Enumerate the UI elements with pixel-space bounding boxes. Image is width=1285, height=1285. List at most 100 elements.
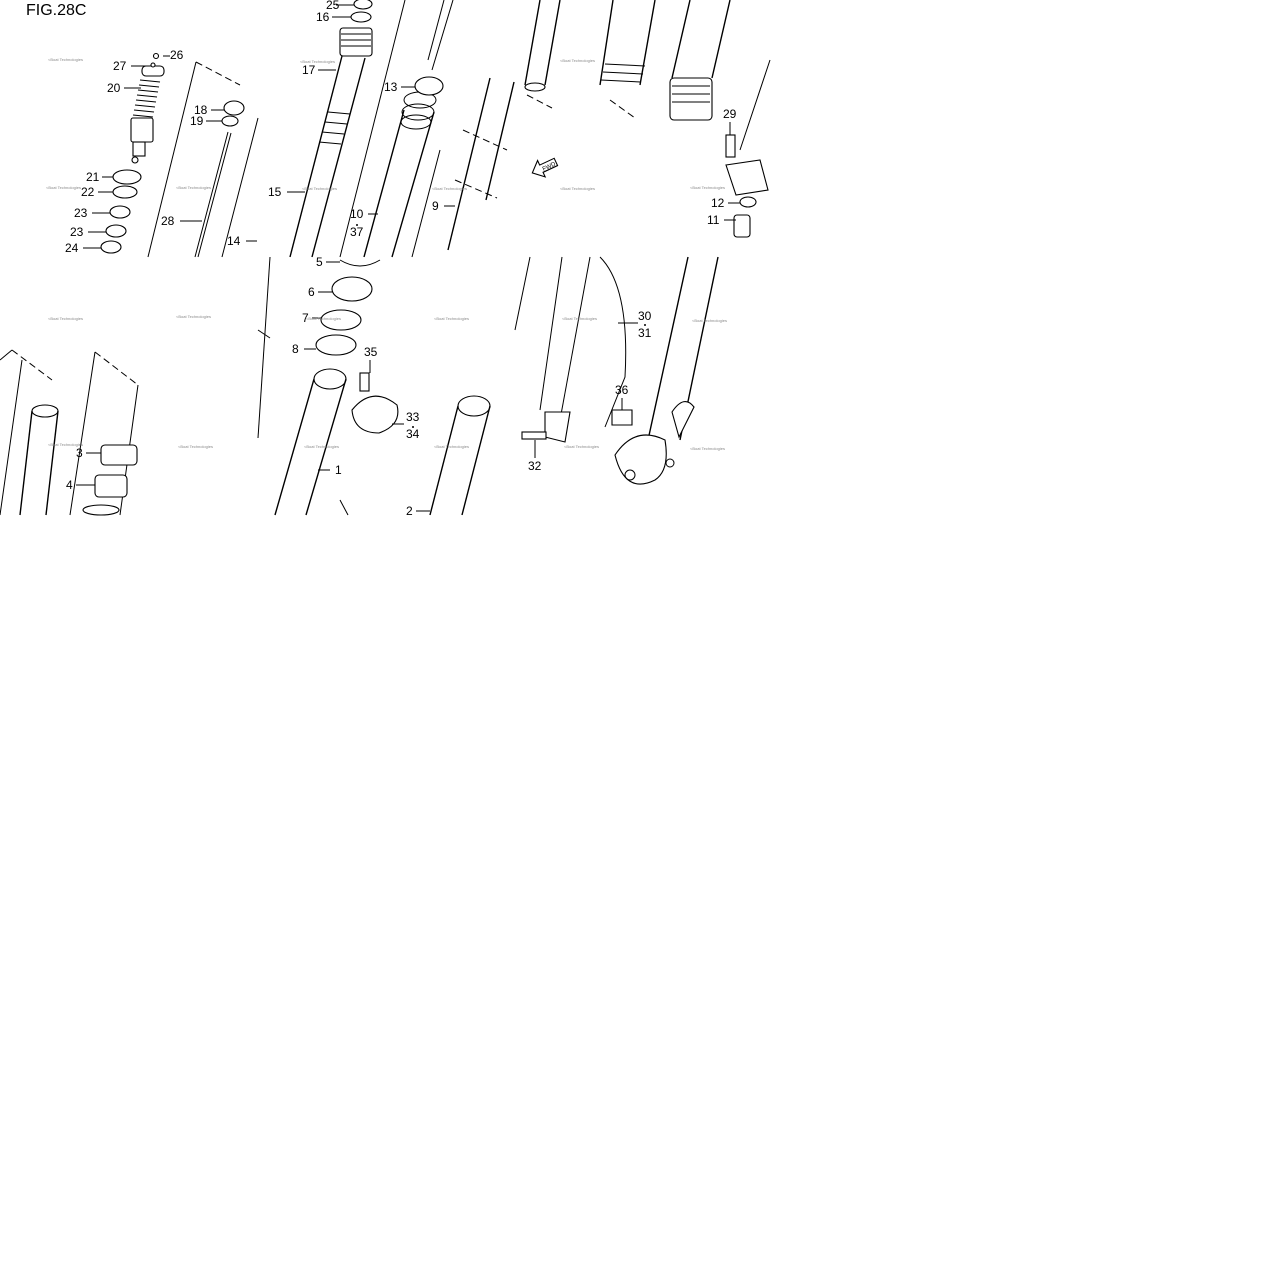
seal-assembly bbox=[257, 256, 491, 516]
callout-22: 22 bbox=[81, 185, 95, 199]
callout-15: 15 bbox=[268, 185, 282, 199]
washer-13 bbox=[414, 76, 444, 96]
callout-6: 6 bbox=[308, 285, 315, 299]
callout-11: 11 bbox=[707, 213, 720, 227]
damper-assembly bbox=[100, 52, 259, 258]
callout-26: 26 bbox=[170, 48, 184, 62]
watermark-text: <Boat Technologies bbox=[560, 186, 595, 191]
bolt-32 bbox=[521, 431, 547, 440]
ring-19 bbox=[221, 115, 239, 127]
fwd-arrow-icon: FWD bbox=[531, 157, 559, 178]
watermark-text: <Boat Technologies bbox=[432, 186, 467, 191]
callout-23b: 23 bbox=[70, 225, 84, 239]
axle-bracket bbox=[725, 159, 769, 196]
callout-4: 4 bbox=[66, 478, 73, 492]
watermark-text: <Boat Technologies bbox=[302, 186, 337, 191]
watermark-text: <Boat Technologies bbox=[176, 185, 211, 190]
callout-1: 1 bbox=[335, 463, 342, 477]
callout-10: 10 bbox=[350, 207, 364, 221]
axle-holder bbox=[614, 434, 667, 485]
callout-7: 7 bbox=[302, 311, 309, 325]
callout-29: 29 bbox=[723, 107, 737, 121]
watermark-text: <Boat Technologies bbox=[304, 444, 339, 449]
watermark-text: <Boat Technologies bbox=[690, 185, 725, 190]
o-ring-25 bbox=[353, 0, 373, 10]
callout-12: 12 bbox=[711, 196, 725, 210]
bushing-4 bbox=[94, 474, 128, 498]
fork-boot bbox=[669, 77, 713, 121]
watermark-text: <Boat Technologies bbox=[300, 59, 335, 64]
callout-31: 31 bbox=[638, 326, 652, 340]
watermark-text: <Boat Technologies bbox=[692, 318, 727, 323]
watermark-text: <Boat Technologies bbox=[48, 442, 83, 447]
callout-16: 16 bbox=[316, 10, 330, 24]
inner-tube-assembly bbox=[289, 0, 515, 258]
ring-7 bbox=[320, 309, 362, 331]
callout-18: 18 bbox=[194, 103, 208, 117]
ring-23b bbox=[105, 224, 127, 238]
callout-24: 24 bbox=[65, 241, 79, 255]
watermark-text: <Boat Technologies bbox=[434, 316, 469, 321]
callout-27: 27 bbox=[113, 59, 127, 73]
callout-14: 14 bbox=[227, 234, 241, 248]
watermark-text: <Boat Technologies bbox=[562, 316, 597, 321]
callout-19: 19 bbox=[190, 114, 204, 128]
watermark-text: <Boat Technologies bbox=[178, 444, 213, 449]
bolt-35 bbox=[359, 372, 370, 392]
watermark-text: <Boat Technologies bbox=[46, 185, 81, 190]
watermark-text: <Boat Technologies bbox=[48, 57, 83, 62]
callout-25: 25 bbox=[326, 0, 340, 12]
slide-bushing-assembly bbox=[0, 349, 139, 516]
ring-18 bbox=[223, 100, 245, 116]
drain-plug-11 bbox=[733, 214, 751, 238]
ring-23a bbox=[109, 205, 131, 219]
callout-3: 3 bbox=[76, 446, 83, 460]
watermark-text: <Boat Technologies bbox=[306, 316, 341, 321]
callout-28: 28 bbox=[161, 214, 175, 228]
callout-17: 17 bbox=[302, 63, 316, 77]
callout-33: 33 bbox=[406, 410, 420, 424]
figure-title: FIG.28C bbox=[26, 2, 87, 19]
fork-cap-17 bbox=[339, 27, 373, 57]
ring-21 bbox=[112, 169, 142, 185]
callout-2: 2 bbox=[406, 504, 413, 518]
callout-5: 5 bbox=[316, 255, 323, 269]
outer-tube-assembly bbox=[514, 256, 719, 485]
seal-6 bbox=[331, 276, 373, 302]
watermark-text: <Boat Technologies bbox=[48, 316, 83, 321]
callout-labels: 25 16 17 26 27 20 18 19 13 29 15 21 22 2… bbox=[65, 0, 737, 518]
callout-dots bbox=[356, 224, 646, 428]
callout-9: 9 bbox=[432, 199, 439, 213]
callout-20: 20 bbox=[107, 81, 121, 95]
fork-spring bbox=[363, 91, 437, 258]
callout-30: 30 bbox=[638, 309, 652, 323]
o-ring-12 bbox=[739, 196, 757, 208]
clip-5 bbox=[339, 259, 381, 267]
callout-13: 13 bbox=[384, 80, 398, 94]
bracket-36 bbox=[611, 409, 633, 426]
callout-21: 21 bbox=[86, 170, 100, 184]
callout-37: 37 bbox=[350, 225, 364, 239]
callout-34: 34 bbox=[406, 427, 420, 441]
watermarks: <Boat Technologies <Boat Technologies <B… bbox=[46, 57, 727, 451]
callout-32: 32 bbox=[528, 459, 542, 473]
ring-22 bbox=[112, 185, 138, 199]
watermark-text: <Boat Technologies bbox=[176, 314, 211, 319]
clamp-33 bbox=[351, 395, 399, 434]
cartridge-cylinder bbox=[130, 52, 165, 164]
watermark-text: <Boat Technologies bbox=[564, 444, 599, 449]
fwd-label: FWD bbox=[542, 161, 558, 172]
axle-bracket-assembly: FWD bbox=[524, 0, 771, 238]
watermark-text: <Boat Technologies bbox=[690, 446, 725, 451]
callout-23a: 23 bbox=[74, 206, 88, 220]
callout-8: 8 bbox=[292, 342, 299, 356]
watermark-text: <Boat Technologies bbox=[434, 444, 469, 449]
dust-seal-8 bbox=[315, 334, 357, 356]
bushing-3 bbox=[100, 444, 138, 466]
bolt-29 bbox=[725, 134, 736, 158]
leader-lines bbox=[76, 4, 740, 512]
o-ring-16 bbox=[350, 11, 372, 23]
callout-35: 35 bbox=[364, 345, 378, 359]
watermark-text: <Boat Technologies bbox=[560, 58, 595, 63]
